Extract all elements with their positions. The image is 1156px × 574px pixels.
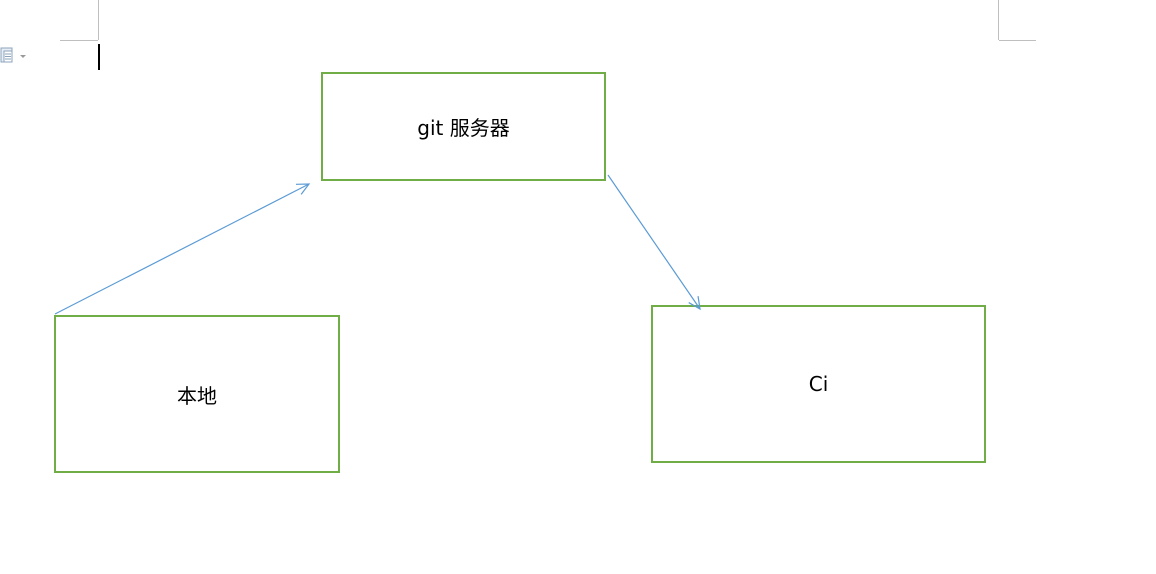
text-cursor bbox=[98, 44, 100, 70]
ci-box[interactable]: Ci bbox=[651, 305, 986, 463]
ci-label: Ci bbox=[808, 372, 829, 396]
git-server-box[interactable]: git 服务器 bbox=[321, 72, 606, 181]
git-server-label: git 服务器 bbox=[417, 116, 510, 140]
paste-options-icon[interactable] bbox=[0, 47, 30, 65]
local-label: 本地 bbox=[177, 383, 217, 408]
local-box[interactable]: 本地 bbox=[54, 315, 340, 473]
chevron-down-icon bbox=[20, 55, 26, 58]
